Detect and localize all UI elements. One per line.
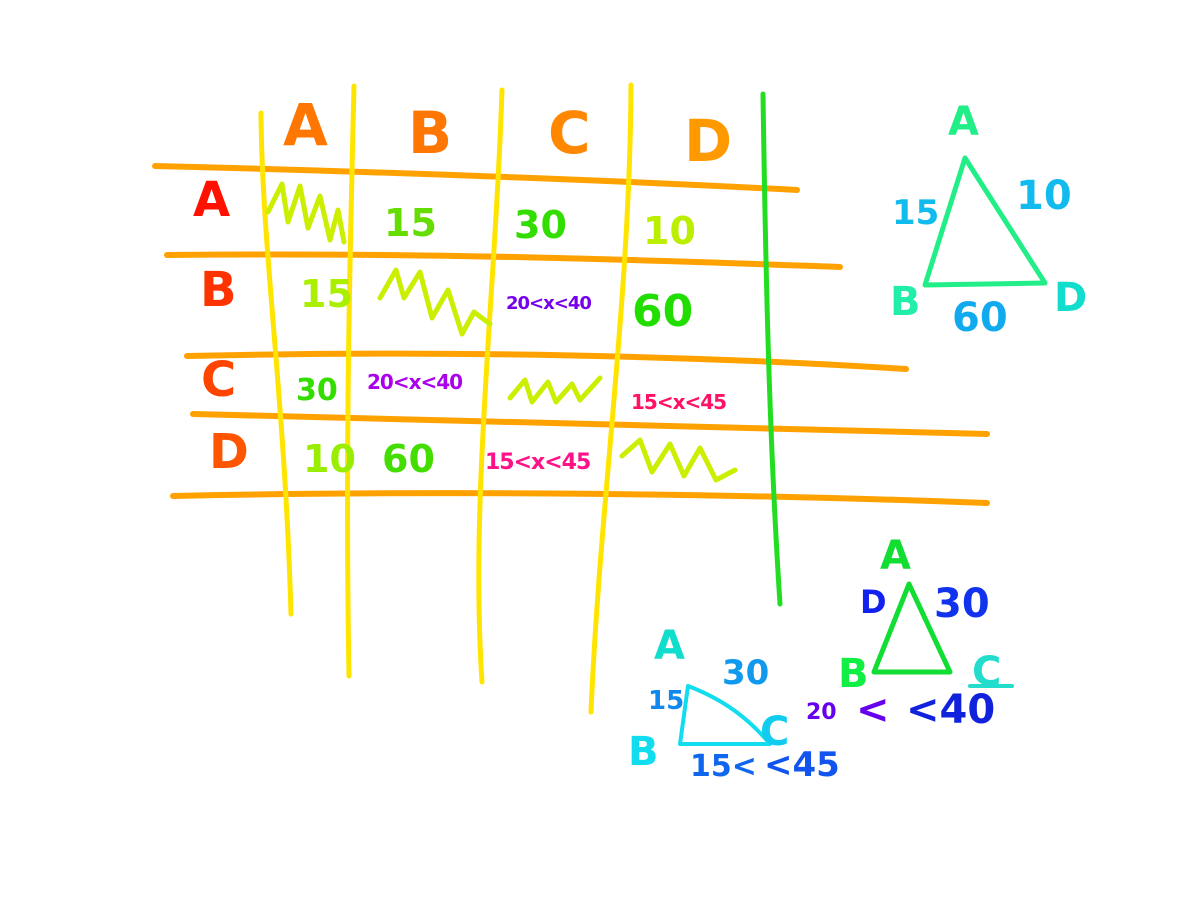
cell-a-d: 10 [643, 209, 696, 253]
triangle-abc-left-shape [678, 684, 772, 746]
grid-line-4 [190, 411, 990, 437]
column-line-3 [476, 87, 505, 685]
grid-horizontal-lines [152, 163, 990, 506]
cell-c-b: 20<x<40 [367, 370, 463, 394]
column-line-1 [258, 110, 294, 617]
scribble-dd [619, 437, 738, 483]
tri-abc-right-vertex-a: A [880, 533, 911, 579]
column-line-2 [345, 83, 357, 679]
tri-abc-right-side-bc-mid: < [856, 687, 890, 733]
grid-vertical-lines [258, 82, 634, 715]
tri-abc-right-side-bc-high: <40 [906, 687, 996, 733]
tri-abc-left-vertex-a: A [654, 623, 685, 669]
tri-abd-vertex-a: A [948, 99, 979, 145]
cell-b-d: 60 [632, 286, 694, 337]
tri-abc-left-side-ac: 30 [722, 653, 770, 693]
scribble-bb [377, 267, 493, 337]
cell-b-a: 15 [300, 272, 353, 316]
cell-d-a: 10 [303, 437, 356, 481]
grid-line-bottom [170, 490, 990, 506]
col-header-d: D [684, 107, 733, 175]
diagonal-scribbles [265, 181, 738, 483]
row-label-c: C [201, 352, 237, 408]
divider-line [760, 91, 783, 607]
grid-line-3 [184, 350, 909, 372]
tri-abc-right-vertex-b: B [838, 651, 869, 697]
row-label-b: B [200, 262, 237, 318]
tri-abd-side-ad: 10 [1016, 173, 1072, 219]
tri-abd-vertex-b: B [890, 279, 921, 325]
tri-abc-left-side-bc-low: 15< [690, 749, 757, 784]
tri-abc-left-side-ab: 15 [648, 686, 685, 716]
cell-c-d: 15<x<45 [631, 390, 727, 414]
tri-abc-left-vertex-c: C [760, 709, 790, 755]
row-label-a: A [193, 172, 231, 228]
column-line-4 [588, 82, 634, 715]
triangle-abd-shape [922, 155, 1048, 288]
grid-line-2 [164, 251, 843, 270]
tri-abc-left-side-bc-high: <45 [764, 745, 840, 785]
tri-abd-side-bd: 60 [952, 295, 1008, 341]
tri-abd-side-ab: 15 [892, 193, 940, 233]
tri-abc-right-side-bc-low: 20 [806, 700, 837, 725]
cell-c-a: 30 [296, 373, 338, 408]
cell-b-c: 20<x<40 [506, 293, 592, 314]
tri-abd-vertex-d: D [1054, 275, 1088, 321]
grid-line-top [152, 163, 800, 193]
triangle-abc-right-shape [871, 581, 953, 675]
cell-a-c: 30 [514, 203, 567, 247]
tri-abc-left-vertex-b: B [628, 729, 659, 775]
tri-abc-right-side-ac: 30 [934, 581, 990, 627]
col-header-b: B [408, 99, 453, 167]
scribble-aa [265, 181, 347, 245]
col-header-c: C [548, 99, 591, 167]
cell-d-b: 60 [382, 437, 435, 481]
col-header-a: A [283, 91, 328, 159]
tri-abc-right-vertex-c: C [972, 649, 1002, 695]
tri-abc-right-vertex-d: D [860, 583, 887, 621]
scribble-cc [507, 375, 603, 405]
row-label-d: D [209, 424, 249, 480]
cell-a-b: 15 [384, 201, 437, 245]
cell-d-c: 15<x<45 [485, 450, 591, 475]
